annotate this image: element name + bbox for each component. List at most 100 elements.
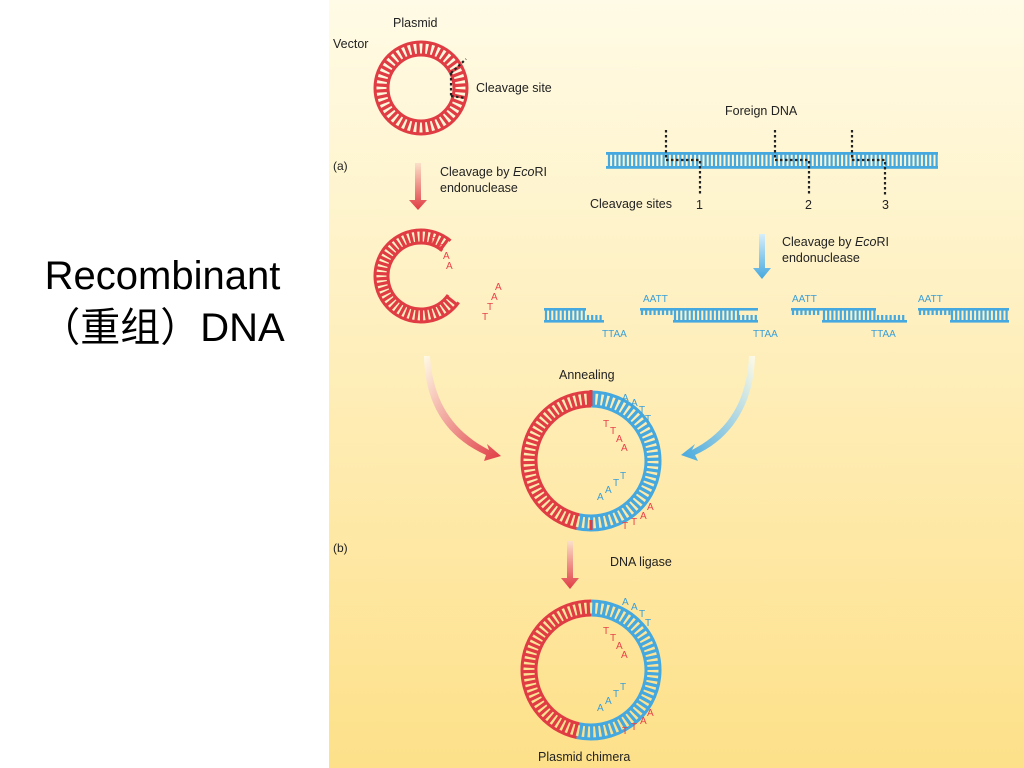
annealed-plasmid-blue-inner-strand	[579, 404, 648, 518]
chimera-base-a6: A	[605, 696, 612, 707]
annealed-plasmid-blue-outer-strand	[576, 390, 662, 532]
ecori-label-2-italic: Eco	[855, 235, 877, 249]
foreign-dna-cleavage-site-1	[664, 130, 702, 196]
chimera-base-a3: A	[616, 641, 623, 652]
ecori-label-1-suffix: RI	[535, 165, 548, 179]
fragment-2	[640, 308, 758, 323]
sticky-bottom-2: TTAA	[753, 329, 778, 340]
annealed-base-t7: T	[631, 517, 637, 528]
slide-title: Recombinant （重组）DNA	[0, 250, 325, 354]
ecori-label-1: Cleavage by EcoRI	[440, 165, 547, 179]
chimera-base-t8: T	[622, 726, 628, 737]
site-number-1: 1	[696, 198, 703, 212]
chimera-base-t2: T	[645, 618, 651, 629]
annealed-plasmid-blue-rungs	[578, 391, 661, 531]
ecori-label-2-prefix: Cleavage by	[782, 235, 855, 249]
panel-a-label: (a)	[333, 159, 348, 173]
opened-plasmid-inner-strand	[386, 241, 450, 311]
panel-b-label: (b)	[333, 541, 348, 555]
fragment-2-rungs	[640, 310, 757, 320]
annealed-base-t8: T	[622, 521, 628, 532]
cleavage-arrow-right	[753, 234, 771, 279]
annealed-base-a5: A	[597, 492, 604, 503]
annealed-base-a4: A	[621, 443, 628, 454]
chimera-base-a7: A	[647, 708, 654, 719]
sticky-top-2: AATT	[792, 294, 817, 305]
plasmid-chimera-blue-inner-strand	[579, 613, 648, 727]
fragment-2-bottom	[673, 320, 758, 323]
chimera-base-a4: A	[621, 650, 628, 661]
ecori-label-1-italic: Eco	[513, 165, 535, 179]
vector-label: Vector	[333, 37, 368, 51]
annealed-base-a1: A	[622, 393, 629, 404]
annealed-base-t6: T	[620, 471, 626, 482]
open-plasmid-base-a3: A	[495, 282, 502, 293]
chimera-base-t5: T	[613, 689, 619, 700]
fragment-1-bottom	[544, 320, 604, 323]
fragment-2-top	[640, 308, 758, 311]
fragment-1-top	[544, 308, 586, 311]
chimera-base-a8: A	[640, 716, 647, 727]
foreign-dna-cleavage-site-2	[773, 130, 811, 196]
vector-plasmid-inner-strand	[386, 53, 456, 123]
ecori-label-2: Cleavage by EcoRI	[782, 235, 889, 249]
opened-plasmid-rungs	[374, 229, 458, 323]
cleavage-arrow-left	[409, 163, 427, 210]
sticky-bottom-3: TTAA	[871, 329, 896, 340]
shape-layer	[373, 40, 1009, 741]
chimera-base-a1: A	[622, 597, 629, 608]
vector-plasmid-outer-strand	[373, 40, 469, 136]
annealed-plasmid-red-outer-strand	[520, 390, 592, 530]
fragment-1-rungs	[544, 310, 602, 320]
fragment-1	[544, 308, 604, 323]
slide-title-line-2: （重组）DNA	[40, 306, 285, 350]
sticky-top-3: AATT	[918, 294, 943, 305]
chimera-base-t7: T	[631, 722, 637, 733]
opened-plasmid	[373, 228, 460, 324]
annealed-base-t5: T	[613, 478, 619, 489]
plasmid-label: Plasmid	[393, 16, 438, 30]
annealed-base-t3: T	[603, 419, 609, 430]
chimera-base-t6: T	[620, 682, 626, 693]
vector-plasmid-rungs	[375, 42, 467, 134]
annealing-arrow-blue	[681, 356, 755, 461]
fragment-3-top	[791, 308, 876, 311]
annealed-base-a7: A	[647, 502, 654, 513]
chimera-base-a2: A	[631, 602, 638, 613]
annealed-base-t1: T	[639, 405, 645, 416]
foreign-dna-bottom-strand	[606, 166, 938, 169]
endonuclease-label-1: endonuclease	[440, 181, 518, 195]
annealed-plasmid-red-inner-strand	[534, 404, 592, 517]
annealed-base-a8: A	[640, 511, 647, 522]
annealed-base-t2: T	[645, 414, 651, 425]
sticky-top-1: AATT	[643, 294, 668, 305]
annealed-base-t4: T	[610, 426, 616, 437]
fragment-3-rungs	[791, 310, 905, 320]
plasmid-chimera-label: Plasmid chimera	[538, 750, 630, 764]
opened-plasmid-outer-strand	[373, 228, 460, 324]
endonuclease-label-2: endonuclease	[782, 251, 860, 265]
plasmid-chimera-red-inner-strand	[534, 613, 592, 726]
chimera-base-a5: A	[597, 703, 604, 714]
site-number-3: 3	[882, 198, 889, 212]
site-number-2: 2	[805, 198, 812, 212]
sticky-bottom-1: TTAA	[602, 329, 627, 340]
foreign-dna-top-strand	[606, 152, 938, 155]
plasmid-chimera-red-rungs	[521, 600, 591, 738]
foreign-dna-rungs	[607, 154, 938, 166]
dna-ligase-label: DNA ligase	[610, 555, 672, 569]
annealed-base-a6: A	[605, 485, 612, 496]
open-plasmid-base-t3: T	[487, 302, 493, 313]
fragment-4-top	[918, 308, 1009, 311]
open-plasmid-base-a2: A	[446, 261, 453, 272]
chimera-base-t4: T	[610, 633, 616, 644]
ecori-label-2-suffix: RI	[877, 235, 890, 249]
ligase-arrow	[561, 541, 579, 589]
open-plasmid-base-t4: T	[482, 312, 488, 323]
annealed-base-a3: A	[616, 434, 623, 445]
cleavage-sites-label: Cleavage sites	[590, 197, 672, 211]
open-plasmid-base-a1: A	[443, 251, 450, 262]
fragment-4-rungs	[918, 310, 1008, 320]
annealing-arrow-red	[424, 356, 501, 461]
annealed-base-a2: A	[631, 398, 638, 409]
